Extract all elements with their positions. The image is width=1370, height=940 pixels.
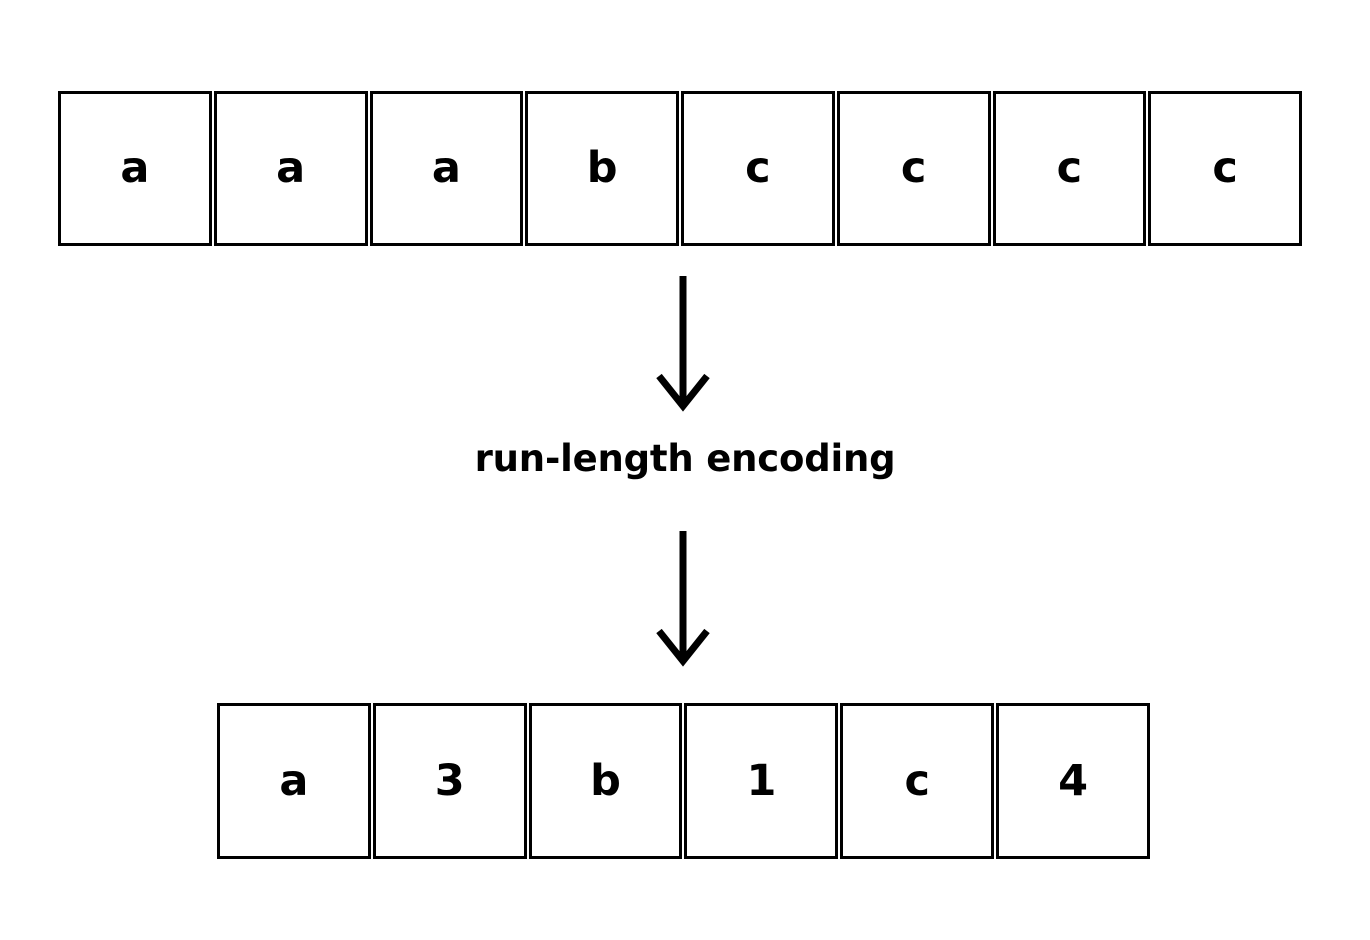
output-cell: c (840, 703, 995, 859)
down-arrow-icon (646, 272, 720, 412)
output-cell: a (217, 703, 371, 859)
cell-value: b (586, 143, 618, 193)
cell-value: a (120, 143, 150, 193)
cell-value: 4 (1058, 755, 1089, 806)
cell-value: a (431, 143, 461, 193)
cell-value: a (279, 755, 309, 806)
cell-value: c (745, 143, 771, 193)
output-cell: 1 (684, 703, 839, 859)
input-cell: c (1148, 91, 1302, 246)
input-cell: c (681, 91, 835, 246)
cell-value: 1 (746, 755, 777, 806)
input-cell: c (992, 91, 1147, 246)
input-cell: a (369, 91, 524, 246)
process-label-text: run-length encoding (474, 437, 896, 480)
input-cell: c (836, 91, 991, 246)
output-cell: 4 (996, 703, 1150, 859)
input-cell: a (213, 91, 368, 246)
cell-value: c (1212, 143, 1238, 193)
process-label: run-length encoding (0, 437, 1370, 480)
cell-value: b (590, 755, 621, 806)
output-cell: b (528, 703, 683, 859)
input-cell: a (58, 91, 212, 246)
cell-value: 3 (434, 755, 465, 806)
cell-value: c (900, 143, 927, 193)
output-cell: 3 (372, 703, 527, 859)
encoded-sequence-row: a 3 b 1 c 4 (217, 703, 1150, 859)
cell-value: c (1056, 143, 1083, 193)
input-cell: b (525, 91, 679, 246)
cell-value: a (276, 143, 306, 193)
down-arrow-icon (646, 527, 720, 667)
input-sequence-row: a a a b c c c c (58, 91, 1302, 246)
cell-value: c (904, 755, 930, 806)
